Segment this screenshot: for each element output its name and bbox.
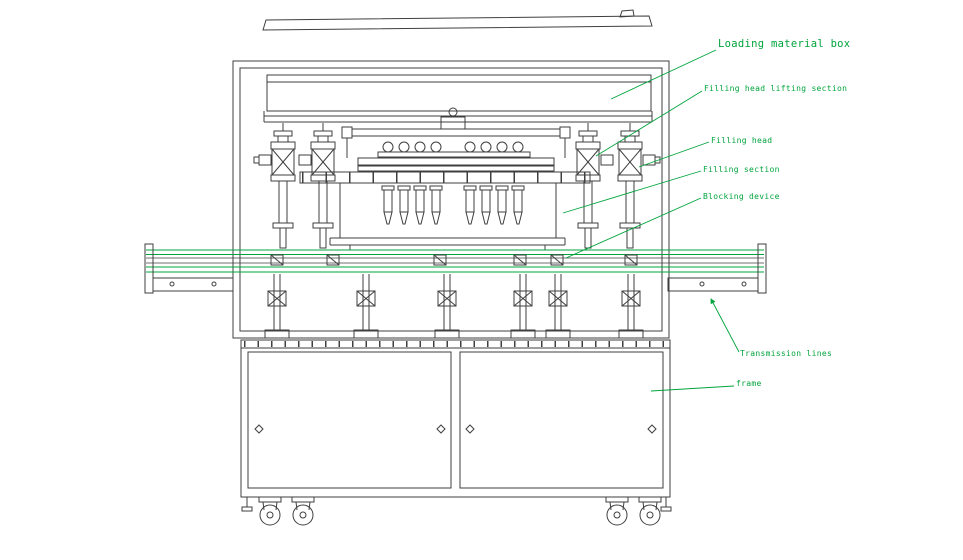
filling-heads bbox=[253, 122, 661, 249]
bottle-platform bbox=[329, 183, 566, 250]
annotation-frame: frame bbox=[736, 379, 762, 388]
transmission-lines-shape bbox=[146, 249, 764, 273]
filling-section-manifold bbox=[299, 141, 591, 184]
leader-filling-section bbox=[562, 170, 702, 214]
door-handle-4 bbox=[647, 424, 657, 434]
top-rails bbox=[263, 111, 653, 123]
machine-frame bbox=[232, 60, 670, 339]
cabinet-door-left bbox=[247, 351, 452, 489]
annotation-leaders bbox=[562, 49, 740, 392]
annotation-filling-section: Filling section bbox=[703, 165, 780, 174]
door-handle-2 bbox=[436, 424, 446, 434]
annotation-filling-head-lifting-section: Filling head lifting section bbox=[704, 84, 848, 93]
filling-head-3 bbox=[575, 122, 601, 249]
leader-loading-material-box bbox=[610, 49, 717, 100]
top-lid bbox=[262, 9, 653, 31]
filling-head-1 bbox=[270, 122, 296, 249]
loading-material-box-shape bbox=[266, 74, 652, 112]
leveling-feet bbox=[241, 497, 672, 512]
annotation-transmission-lines: Transmission lines bbox=[740, 349, 833, 358]
frame-cabinet bbox=[240, 339, 671, 498]
filling-head-lifting-section-shape bbox=[341, 107, 571, 158]
cabinet-door-right bbox=[459, 351, 664, 489]
conveyor-wings bbox=[144, 243, 767, 294]
filling-nozzles bbox=[381, 185, 525, 225]
leader-filling-head bbox=[638, 141, 710, 168]
leader-filling-head-lifting-section bbox=[595, 90, 703, 157]
pump-outlets bbox=[253, 154, 661, 166]
leader-blocking-device bbox=[565, 197, 702, 259]
belt-support-brackets bbox=[264, 273, 644, 339]
door-handle-3 bbox=[465, 424, 475, 434]
annotation-blocking-device: Blocking device bbox=[703, 192, 780, 201]
casters bbox=[241, 496, 672, 526]
leader-transmission-lines bbox=[710, 298, 740, 353]
blocking-device-shapes bbox=[270, 254, 638, 266]
filling-head-2 bbox=[310, 122, 336, 249]
leader-frame bbox=[650, 385, 735, 392]
annotation-loading-material-box: Loading material box bbox=[718, 38, 851, 50]
annotation-filling-head: Filling head bbox=[711, 136, 773, 145]
door-handle-1 bbox=[254, 424, 264, 434]
